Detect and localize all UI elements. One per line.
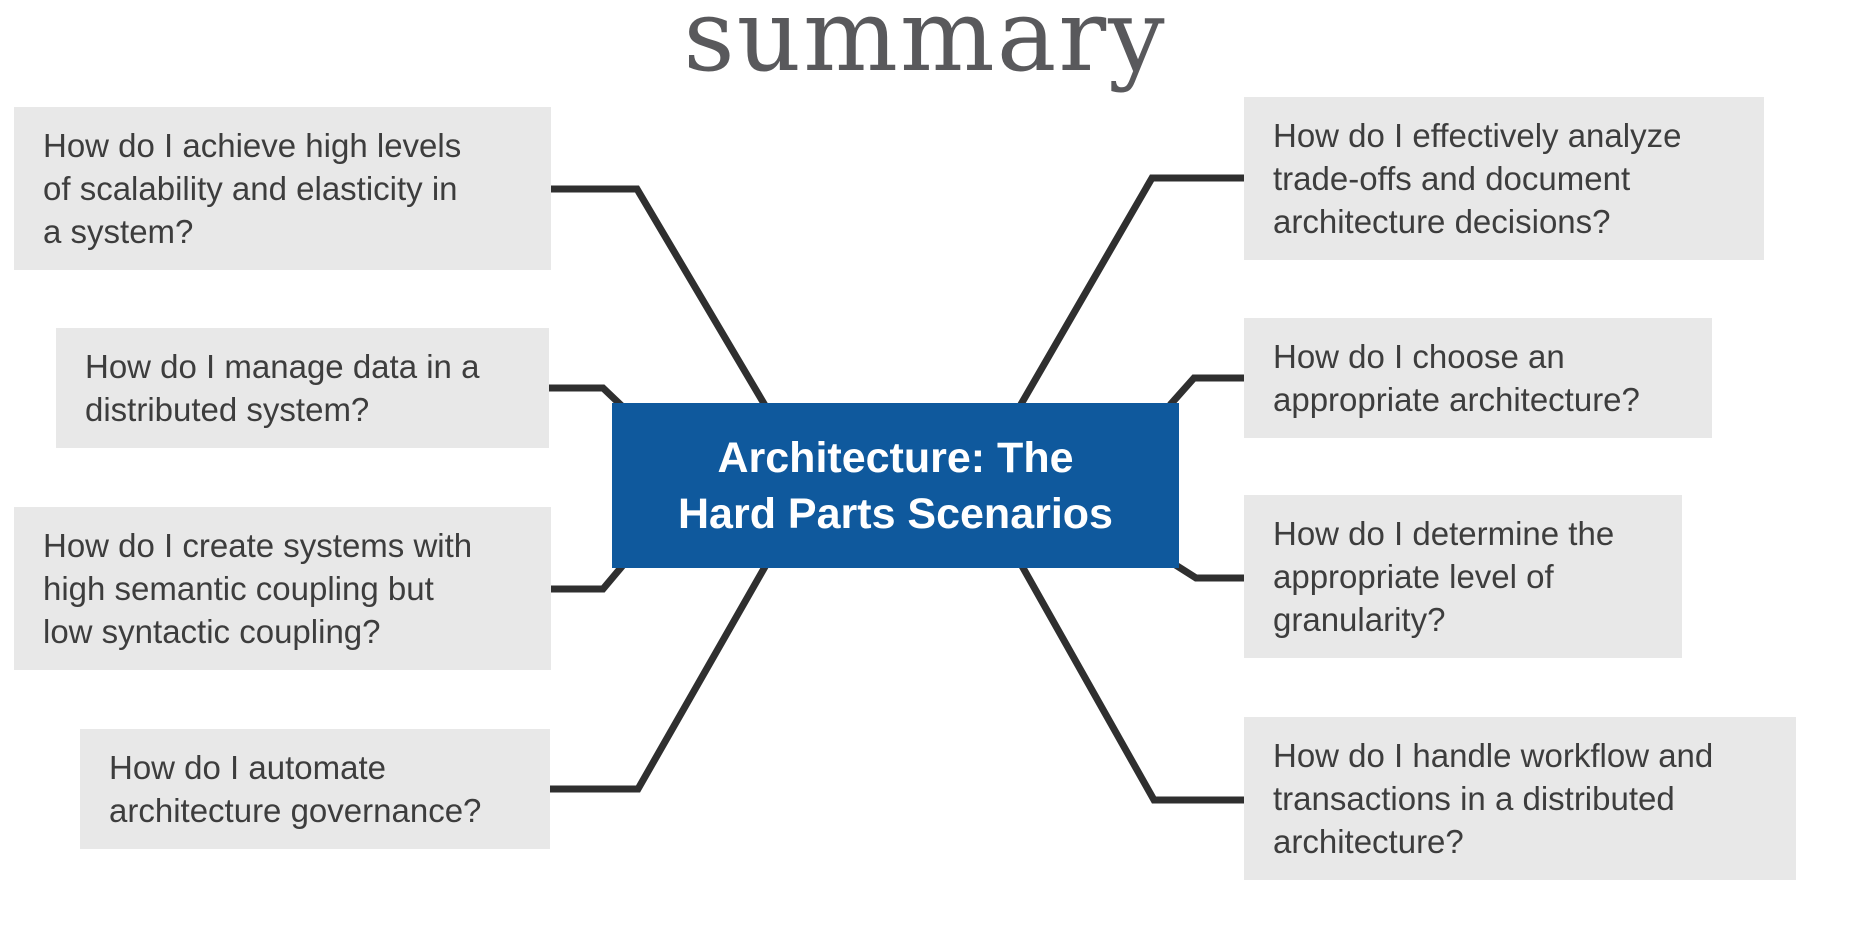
question-text-line: How do I automate [109,749,386,786]
connector-right-1 [1016,174,1246,408]
question-box-tradeoffs-decisions: How do I effectively analyze trade-offs … [1244,97,1764,260]
connector-right-2 [1167,374,1246,408]
question-text-line: architecture decisions? [1273,203,1611,240]
connector-left-3 [548,561,627,593]
question-text-line: trade-offs and document [1273,160,1631,197]
question-box-semantic-syntactic-coupling: How do I create systems with high semant… [14,507,551,670]
page-title: summary [683,0,1167,94]
question-text-line: appropriate level of [1273,558,1554,595]
center-node-title-line: Hard Parts Scenarios [678,489,1113,538]
question-text-line: appropriate architecture? [1273,381,1640,418]
question-text-line: How do I determine the [1273,515,1615,552]
center-node-architecture-hard-parts: Architecture: The Hard Parts Scenarios [612,403,1179,568]
center-node-title-line: Architecture: The [717,433,1074,482]
connector-left-1 [548,185,770,409]
question-text-line: How do I manage data in a [85,348,480,385]
question-box-scalability-elasticity: How do I achieve high levels of scalabil… [14,107,551,270]
question-text-line: How do I create systems with [43,527,473,564]
question-text-line: distributed system? [85,391,370,428]
question-text-line: architecture? [1273,823,1464,860]
question-text-line: a system? [43,213,194,250]
question-box-choose-architecture: How do I choose an appropriate architect… [1244,318,1712,438]
question-text-line: How do I achieve high levels [43,127,462,164]
question-text-line: architecture governance? [109,792,482,829]
question-text-line: How do I handle workflow and [1273,737,1714,774]
question-box-manage-data: How do I manage data in a distributed sy… [56,328,549,448]
question-text-line: transactions in a distributed [1273,780,1675,817]
question-text-line: How do I choose an [1273,338,1565,375]
question-text-line: low syntactic coupling? [43,613,381,650]
question-box-automate-governance: How do I automate architecture governanc… [80,729,550,849]
connector-right-3 [1172,561,1246,582]
question-text-line: granularity? [1273,601,1446,638]
connector-left-4 [547,563,770,793]
question-text-line: How do I effectively analyze [1273,117,1682,154]
question-box-workflow-transactions: How do I handle workflow and transaction… [1244,717,1796,880]
question-box-granularity: How do I determine the appropriate level… [1244,495,1682,658]
connector-right-4 [1018,564,1246,804]
question-text-line: of scalability and elasticity in [43,170,458,207]
question-text-line: high semantic coupling but [43,570,434,607]
connector-left-2 [546,384,627,411]
